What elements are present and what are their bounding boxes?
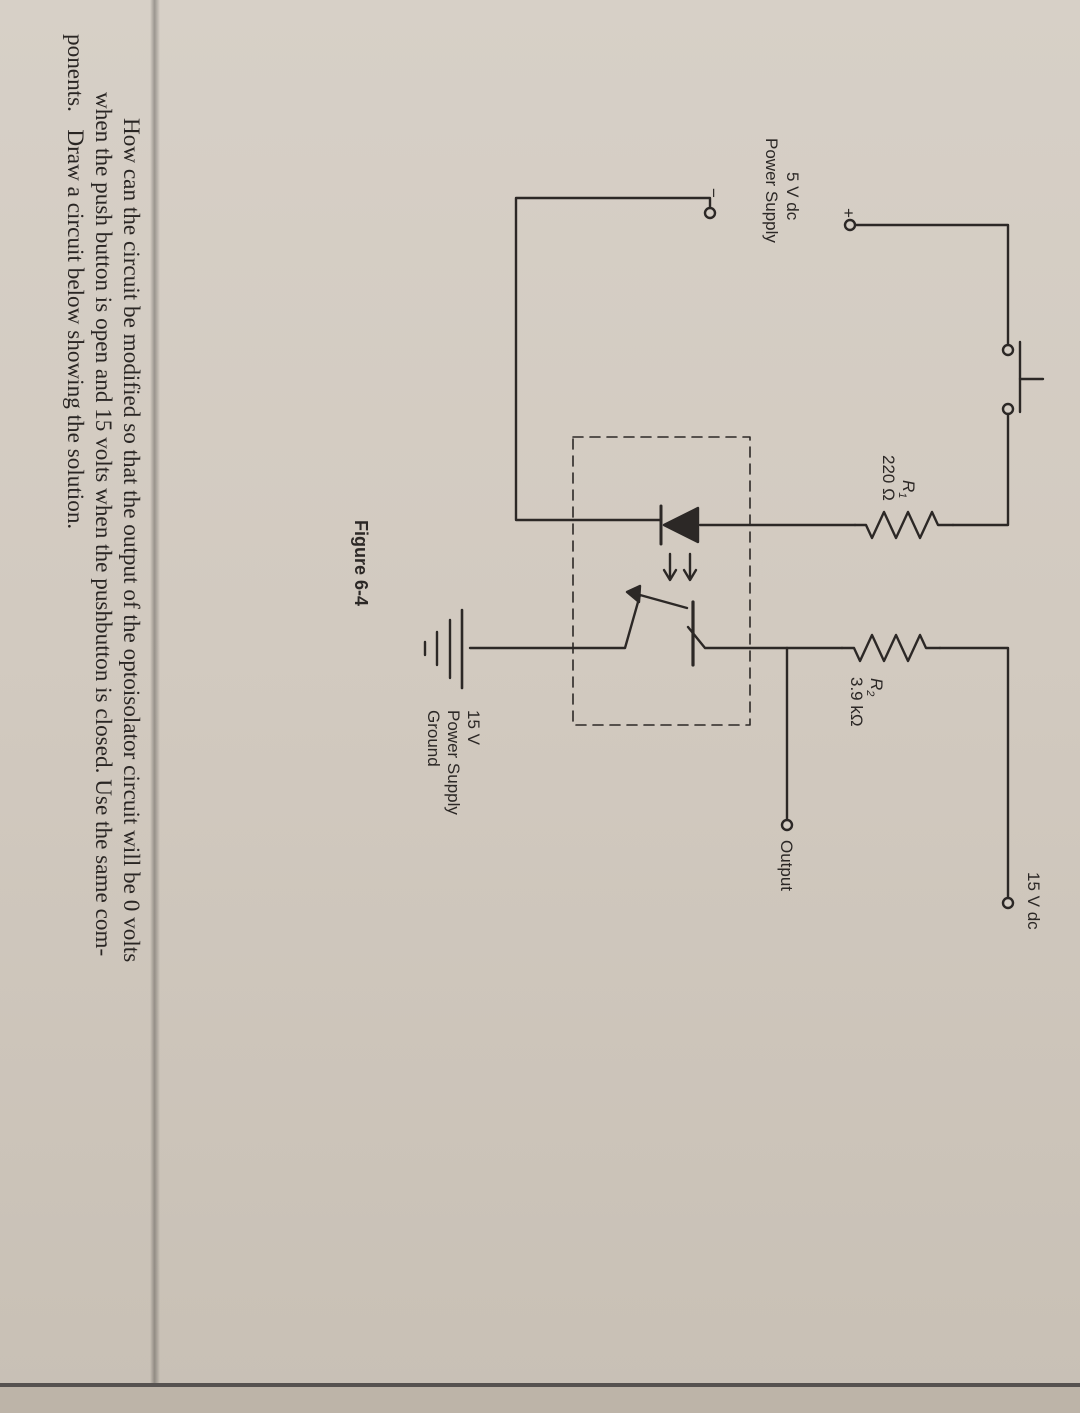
wire-supply-plus-to-switch bbox=[848, 223, 1010, 347]
left-supply-label-line2: Power Supply bbox=[762, 138, 781, 243]
phototransistor bbox=[625, 584, 695, 667]
pushbutton-switch bbox=[1001, 340, 1045, 416]
wire-emitter-to-ground bbox=[468, 593, 642, 650]
figure-caption: Figure 6-4 bbox=[351, 520, 371, 606]
wire-supply-minus bbox=[514, 196, 712, 522]
question-line-2: when the push button is open and 15 volt… bbox=[90, 92, 116, 956]
left-supply-label-line1: 5 V dc bbox=[783, 172, 802, 221]
r2-resistor bbox=[840, 633, 942, 663]
supply-minus-sign: − bbox=[704, 188, 723, 198]
question-line-3: ponents. Draw a circuit below showing th… bbox=[62, 34, 88, 529]
supply-plus-terminal bbox=[843, 218, 857, 232]
r1-resistor bbox=[853, 510, 955, 540]
supply-plus-sign: + bbox=[839, 208, 858, 218]
wire-r2-to-collector bbox=[686, 625, 844, 650]
svg-text:Ground: Ground bbox=[424, 710, 443, 767]
optoisolator-package-outline bbox=[572, 436, 751, 726]
paper-fold-shadow bbox=[150, 0, 160, 1383]
question-line-1: How can the circuit be modified so that … bbox=[118, 118, 144, 962]
r2-label: R2 3.9 kΩ bbox=[847, 677, 886, 727]
ground-label: 15 V Power Supply Ground bbox=[424, 710, 483, 815]
supply-15v-terminal bbox=[1001, 896, 1015, 910]
ground-symbol bbox=[423, 608, 464, 690]
wire-15v-supply bbox=[938, 646, 1010, 902]
r1-value: 220 Ω bbox=[879, 455, 898, 501]
supply-minus-terminal bbox=[703, 206, 717, 220]
output-label: Output bbox=[777, 840, 796, 891]
svg-text:15 V: 15 V bbox=[464, 710, 483, 746]
svg-text:Power Supply: Power Supply bbox=[444, 710, 463, 815]
r1-label: R1 220 Ω bbox=[879, 455, 918, 501]
paper-edge bbox=[0, 1383, 1080, 1387]
svg-text:R1: R1 bbox=[896, 480, 918, 498]
table-surface bbox=[0, 1387, 1080, 1413]
wire-switch-to-r1 bbox=[951, 412, 1010, 527]
supply-15v-label: 15 V dc bbox=[1024, 872, 1043, 930]
output-terminal bbox=[780, 818, 794, 832]
led-diode bbox=[659, 504, 700, 582]
svg-text:R2: R2 bbox=[864, 678, 886, 696]
question-text: How can the circuit be modified so that … bbox=[62, 34, 144, 962]
r2-value: 3.9 kΩ bbox=[847, 677, 866, 727]
